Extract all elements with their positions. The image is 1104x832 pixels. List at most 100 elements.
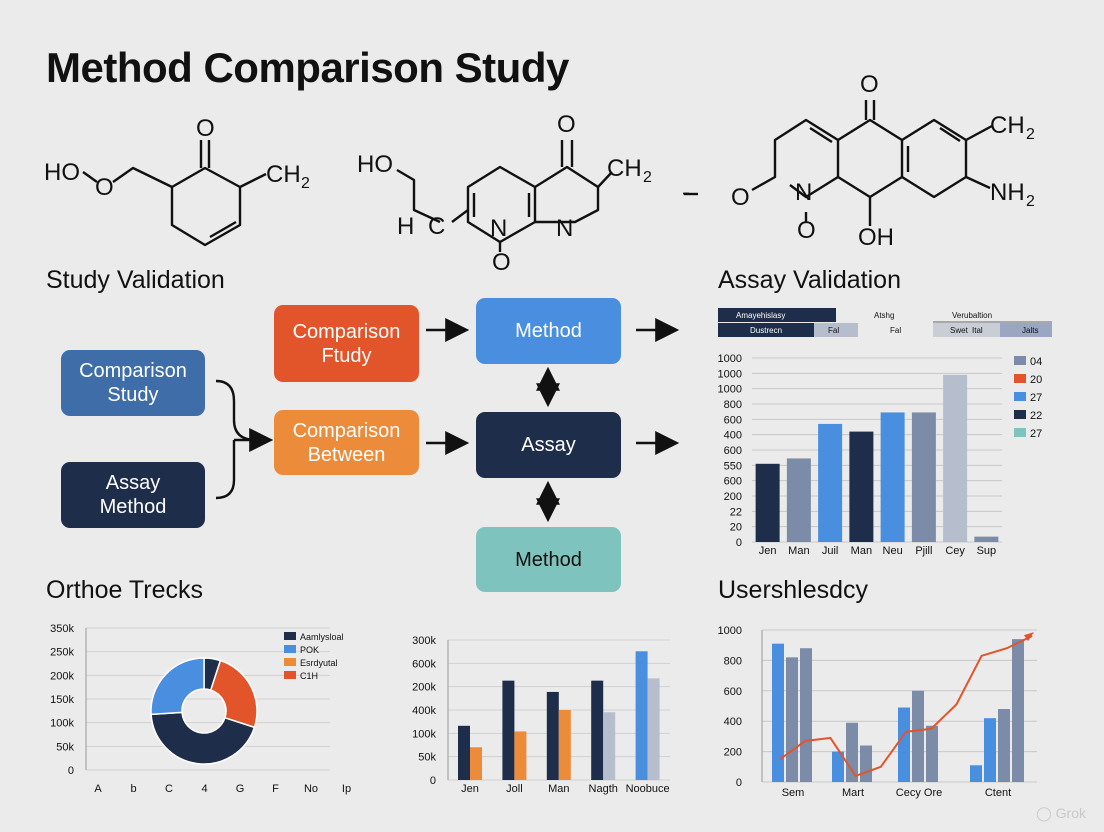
x-tick-label: 4 bbox=[201, 783, 207, 795]
pie-slice bbox=[150, 711, 256, 765]
x-tick-label: Sem bbox=[782, 787, 805, 799]
assay-box[interactable]: Assay bbox=[476, 412, 621, 478]
bar bbox=[970, 765, 982, 782]
bar bbox=[926, 725, 938, 782]
heading-study-validation: Study Validation bbox=[46, 266, 225, 294]
table-cell-4: Swet bbox=[950, 326, 969, 335]
legend-swatch bbox=[1014, 374, 1026, 383]
y-tick-label: 350k bbox=[50, 623, 74, 635]
pie-slice bbox=[150, 657, 205, 716]
watermark-logo: ◯ Grok bbox=[1036, 805, 1086, 821]
y-tick-label: 200 bbox=[724, 747, 742, 759]
bar bbox=[786, 657, 798, 782]
y-tick-label: 0 bbox=[736, 777, 742, 789]
table-cell-6: Jalts bbox=[1022, 326, 1038, 335]
comparison-ftudy-box[interactable]: Comparison Ftudy bbox=[274, 305, 419, 382]
x-tick-label: Sup bbox=[977, 545, 997, 557]
bar bbox=[647, 678, 660, 780]
bar bbox=[755, 463, 780, 542]
m2-c-label: C bbox=[428, 213, 445, 240]
x-tick-label: b bbox=[130, 783, 136, 795]
x-tick-label: Man bbox=[788, 545, 809, 557]
method-top-box[interactable]: Method bbox=[476, 298, 621, 364]
legend-label: POK bbox=[300, 645, 319, 655]
table-cell-3: Fal bbox=[890, 326, 901, 335]
bar bbox=[458, 725, 470, 780]
heading-usershlesdcy: Usershlesdcy bbox=[718, 576, 869, 604]
x-tick-label: Cey bbox=[945, 545, 965, 557]
table-header-3: Verubaltion bbox=[952, 311, 992, 320]
bar bbox=[984, 718, 996, 782]
m3-ch-sub: 2 bbox=[1026, 126, 1035, 143]
bar bbox=[786, 458, 811, 542]
assay-table: Amayehislasy Atshg Verubaltion Dustrecn … bbox=[718, 308, 1052, 337]
y-tick-label: 22 bbox=[730, 506, 742, 518]
bar bbox=[846, 722, 858, 782]
bar bbox=[943, 374, 968, 542]
x-tick-label: Ctent bbox=[985, 787, 1011, 799]
bar bbox=[470, 747, 482, 780]
y-tick-label: 100k bbox=[412, 728, 436, 740]
m2-n1-label: N bbox=[490, 215, 507, 242]
legend-swatch bbox=[284, 645, 296, 653]
m3-nh-sub: 2 bbox=[1026, 193, 1035, 210]
m1-o-label: O bbox=[95, 174, 114, 201]
x-tick-label: Mart bbox=[842, 787, 864, 799]
y-tick-label: 0 bbox=[736, 537, 742, 549]
y-tick-label: 600 bbox=[724, 476, 742, 488]
y-tick-label: 200k bbox=[50, 670, 74, 682]
legend-swatch bbox=[1014, 410, 1026, 419]
m3-n-label: N bbox=[795, 179, 812, 206]
assay-bar-chart: 02022200600550600400600800100010001000Je… bbox=[718, 353, 1043, 557]
y-tick-label: 1000 bbox=[718, 384, 742, 396]
bar bbox=[974, 536, 999, 542]
legend-label: 27 bbox=[1030, 428, 1042, 440]
x-tick-label: Juil bbox=[822, 545, 839, 557]
y-tick-label: 50k bbox=[418, 752, 436, 764]
y-tick-label: 550 bbox=[724, 460, 742, 472]
bar bbox=[998, 709, 1010, 782]
flow-connectors bbox=[215, 318, 680, 523]
method-bottom-box[interactable]: Method bbox=[476, 527, 621, 592]
table-header-2: Atshg bbox=[874, 311, 894, 320]
bar bbox=[772, 643, 784, 782]
y-tick-label: 20 bbox=[730, 522, 742, 534]
legend-label: C1H bbox=[300, 671, 318, 681]
m1-ch-sub: 2 bbox=[301, 175, 310, 192]
y-tick-label: 200k bbox=[412, 682, 436, 694]
legend-swatch bbox=[284, 632, 296, 640]
bar bbox=[860, 745, 872, 782]
x-tick-label: Man bbox=[548, 783, 569, 795]
bar bbox=[898, 707, 910, 782]
m2-h-label: H bbox=[397, 213, 414, 240]
bar bbox=[849, 431, 874, 542]
assay-method-box[interactable]: Assay Method bbox=[61, 462, 205, 528]
x-tick-label: Cecy Ore bbox=[896, 787, 942, 799]
legend-label: 04 bbox=[1030, 356, 1042, 368]
trend-line bbox=[779, 635, 1033, 778]
bar bbox=[800, 648, 812, 782]
x-tick-label: Man bbox=[851, 545, 872, 557]
bar bbox=[546, 691, 559, 780]
legend-label: 27 bbox=[1030, 392, 1042, 404]
pie-slice bbox=[209, 659, 258, 729]
comparison-study-box[interactable]: Comparison Study bbox=[61, 350, 205, 416]
m2-o-label: O bbox=[492, 249, 511, 270]
comparison-between-box[interactable]: Comparison Between bbox=[274, 410, 419, 475]
x-tick-label: Nagth bbox=[589, 783, 618, 795]
table-cell-2: Fal bbox=[828, 326, 839, 335]
y-tick-label: 100k bbox=[50, 718, 74, 730]
m2-ch-sub: 2 bbox=[643, 169, 652, 186]
m2-carbonyl-o-label: O bbox=[557, 111, 576, 138]
bar bbox=[635, 651, 648, 780]
legend-swatch bbox=[1014, 392, 1026, 401]
y-tick-label: 800 bbox=[724, 655, 742, 667]
legend-label: Aamlysloal bbox=[300, 632, 344, 642]
m1-ho-label: HO bbox=[44, 159, 80, 186]
y-tick-label: 1000 bbox=[718, 353, 742, 365]
x-tick-label: G bbox=[236, 783, 245, 795]
m2-ch-label: CH bbox=[607, 155, 642, 182]
trend-arrowhead bbox=[1024, 632, 1034, 642]
